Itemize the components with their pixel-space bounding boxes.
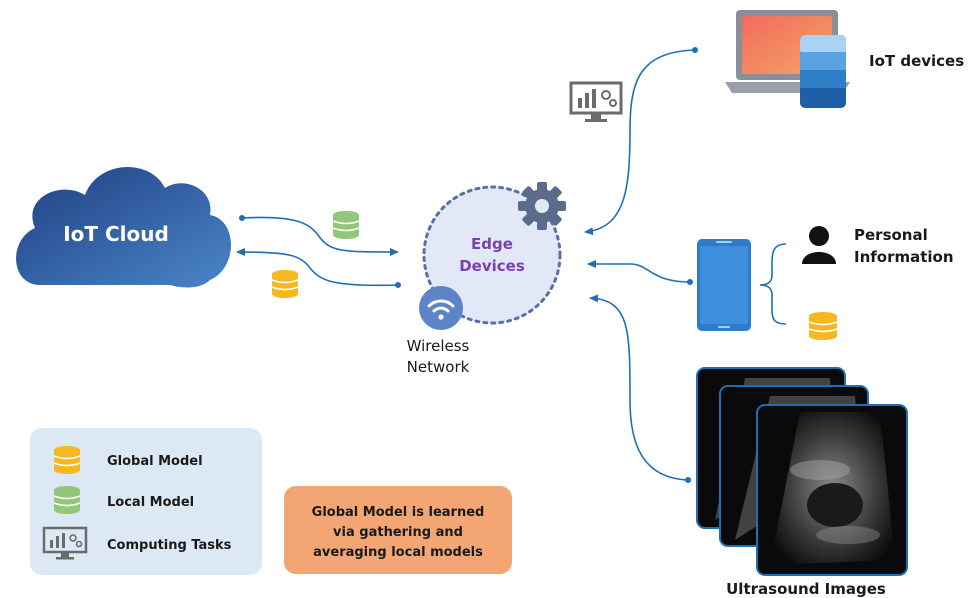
cloud-label: IoT Cloud [63, 222, 169, 246]
download-arrow [236, 248, 399, 287]
iot-devices-label: IoT devices [869, 52, 964, 70]
legend-global-model-label: Global Model [107, 454, 203, 469]
note-line2: via gathering and [333, 525, 463, 540]
global-model-database-icon [271, 270, 299, 298]
upload-arrow [241, 216, 399, 256]
legend: Global Model Local Model Computing Tasks [30, 428, 262, 575]
smartphone-icon [697, 239, 751, 331]
wireless-label-line2: Network [407, 358, 470, 376]
ultrasound-label: Ultrasound Images [726, 580, 886, 598]
device-edge-links [584, 47, 698, 483]
iot-devices-arrow [584, 49, 696, 236]
legend-computing-tasks-label: Computing Tasks [107, 538, 232, 553]
local-model-database-icon [332, 211, 360, 239]
gear-icon [518, 182, 566, 230]
global-model-database-icon [808, 312, 838, 340]
legend-global-model-icon [53, 446, 81, 474]
legend-local-model-label: Local Model [107, 495, 194, 510]
legend-box [30, 428, 262, 575]
personal-info-label-line2: Information [854, 248, 954, 266]
personal-info-label-line1: Personal [854, 226, 928, 244]
legend-computing-tasks-icon [42, 526, 88, 560]
phone-arrow [587, 260, 691, 283]
wireless-label-line1: Wireless [407, 337, 470, 355]
note-line3: averaging local models [313, 545, 483, 560]
person-icon [802, 226, 836, 264]
note-line1: Global Model is learned [312, 505, 485, 520]
cloud-edge-links [236, 215, 401, 288]
wifi-icon [419, 286, 463, 330]
edge-label-line1: Edge [471, 235, 513, 253]
iot-cloud: IoT Cloud [16, 167, 232, 288]
legend-local-model-icon [53, 486, 81, 514]
bracket-connector [759, 243, 787, 325]
monitor-chart-icon [569, 81, 623, 122]
ultrasound-arrow [589, 294, 689, 481]
note-box: Global Model is learned via gathering an… [284, 486, 512, 574]
cloud-shape [16, 167, 232, 288]
ultrasound-image-stack [696, 367, 908, 576]
edge-label-line2: Devices [459, 257, 525, 275]
phone-icon [800, 35, 846, 108]
